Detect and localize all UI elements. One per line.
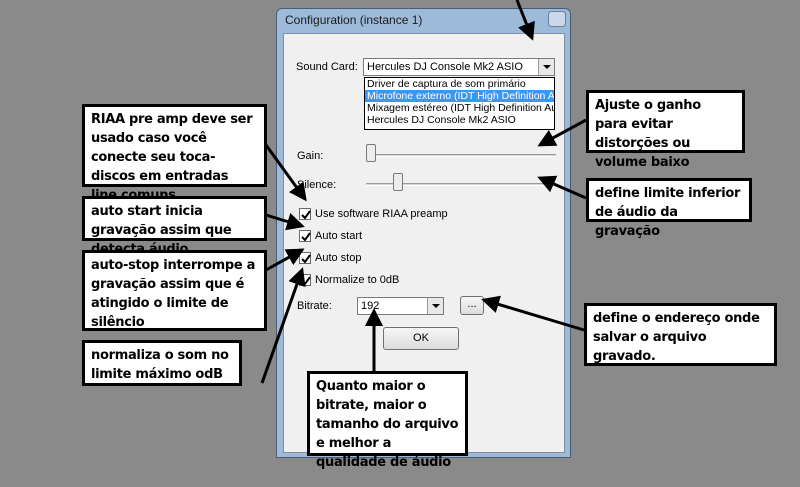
- gain-slider-thumb[interactable]: [366, 144, 376, 162]
- arrow-auto-start: [265, 213, 305, 231]
- callout-bitrate: Quanto maior o bitrate, maior o tamanho …: [307, 371, 468, 470]
- checkmark-icon: [301, 232, 311, 242]
- callout-gain-text: Ajuste o ganho para evitar distorções ou…: [589, 93, 742, 170]
- sound-card-dropdown-list[interactable]: Driver de captura de som primário Microf…: [364, 77, 555, 130]
- silence-slider-thumb[interactable]: [393, 173, 403, 191]
- gain-label: Gain:: [297, 150, 324, 162]
- arrow-gain: [537, 118, 587, 147]
- callout-browse: define o endereço onde salvar o arquivo …: [584, 303, 777, 366]
- callout-riaa-text: RIAA pre amp deve ser usado caso você co…: [85, 107, 264, 203]
- arrow-riaa: [264, 144, 307, 202]
- callout-auto-start: auto start inicia gravação assim que det…: [82, 196, 267, 257]
- bitrate-label: Bitrate:: [297, 300, 332, 312]
- sound-card-label: Sound Card:: [296, 61, 358, 73]
- chevron-down-icon[interactable]: [538, 59, 554, 75]
- sound-card-value: Hercules DJ Console Mk2 ASIO: [367, 61, 523, 73]
- gain-slider-track[interactable]: [366, 154, 556, 157]
- callout-auto-stop: auto-stop interrompe a gravação assim qu…: [82, 250, 267, 331]
- callout-auto-stop-text: auto-stop interrompe a gravação assim qu…: [85, 253, 264, 330]
- arrow-browse: [481, 295, 585, 332]
- normalize-label: Normalize to 0dB: [315, 274, 400, 286]
- dropdown-option[interactable]: Mixagem estéreo (IDT High Definition Au: [367, 102, 555, 114]
- auto-stop-label: Auto stop: [315, 252, 362, 264]
- callout-gain: Ajuste o ganho para evitar distorções ou…: [586, 90, 745, 170]
- auto-start-label: Auto start: [315, 230, 363, 242]
- silence-label: Silence:: [297, 179, 337, 191]
- callout-normalize: normaliza o som no limite máximo odB: [82, 340, 242, 386]
- ok-button[interactable]: OK: [383, 327, 459, 350]
- riaa-label: Use software RIAA preamp: [315, 208, 448, 220]
- callout-silence-text: define limite inferior de áudio da grava…: [589, 181, 749, 239]
- callout-browse-text: define o endereço onde salvar o arquivo …: [587, 306, 774, 364]
- dropdown-option-highlighted[interactable]: Microfone externo (IDT High Definition A: [365, 90, 555, 102]
- chevron-down-icon[interactable]: [427, 298, 443, 314]
- arrow-silence: [537, 175, 587, 200]
- callout-bitrate-text: Quanto maior o bitrate, maior o tamanho …: [310, 374, 465, 470]
- arrow-normalize: [260, 267, 306, 384]
- dialog-title: Configuration (instance 1): [285, 13, 423, 27]
- auto-start-checkbox[interactable]: [299, 230, 311, 242]
- silence-slider-track[interactable]: [366, 183, 556, 186]
- dropdown-option[interactable]: Hercules DJ Console Mk2 ASIO: [367, 114, 516, 126]
- close-icon[interactable]: [548, 11, 566, 27]
- callout-auto-start-text: auto start inicia gravação assim que det…: [85, 199, 264, 257]
- arrow-auto-stop: [265, 248, 305, 272]
- callout-normalize-text: normaliza o som no limite máximo odB: [85, 343, 239, 383]
- callout-silence: define limite inferior de áudio da grava…: [586, 178, 752, 239]
- arrow-sound-card: [515, 0, 535, 41]
- dropdown-option[interactable]: Driver de captura de som primário: [367, 78, 526, 90]
- callout-riaa: RIAA pre amp deve ser usado caso você co…: [82, 104, 267, 203]
- sound-card-select[interactable]: Hercules DJ Console Mk2 ASIO: [363, 58, 555, 76]
